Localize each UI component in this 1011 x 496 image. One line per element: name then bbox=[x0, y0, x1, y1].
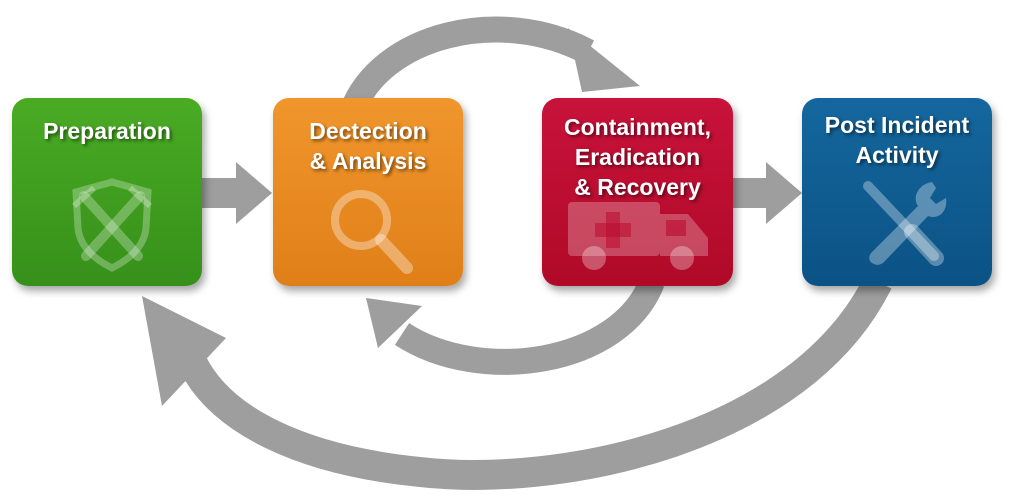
wrench-screwdriver-icon bbox=[863, 181, 947, 266]
stage-title: Dectection & Analysis bbox=[273, 116, 463, 176]
arrow-post-incident-to-preparation bbox=[142, 275, 892, 490]
stage-title: Post Incident Activity bbox=[802, 110, 992, 170]
stage-title-line: Activity bbox=[855, 142, 939, 168]
stage-title-line: & Recovery bbox=[574, 174, 701, 200]
magnifier-icon bbox=[331, 190, 413, 274]
stage-title-line: & Analysis bbox=[309, 148, 427, 174]
stage-title-line: Preparation bbox=[43, 118, 171, 144]
stage-containment-eradication-recovery: Containment, Eradication & Recovery bbox=[542, 98, 733, 286]
stage-title-line: Containment, bbox=[564, 114, 711, 140]
stage-title-line: Dectection bbox=[309, 118, 427, 144]
arrow-detection-to-containment bbox=[339, 16, 640, 118]
crossed-swords-shield-icon bbox=[71, 178, 153, 272]
stage-title-line: Post Incident bbox=[824, 112, 970, 138]
arrow-preparation-to-detection bbox=[200, 162, 272, 224]
ambulance-icon bbox=[568, 202, 708, 270]
stage-post-incident-activity: Post Incident Activity bbox=[802, 98, 992, 286]
arrow-containment-to-post-incident bbox=[730, 162, 802, 224]
stage-title: Preparation bbox=[12, 116, 202, 146]
arrow-containment-to-detection bbox=[366, 276, 665, 375]
stage-title-line: Eradication bbox=[574, 144, 701, 170]
stage-preparation: Preparation bbox=[12, 98, 202, 286]
stage-title: Containment, Eradication & Recovery bbox=[542, 112, 733, 202]
stage-detection-analysis: Dectection & Analysis bbox=[273, 98, 463, 286]
